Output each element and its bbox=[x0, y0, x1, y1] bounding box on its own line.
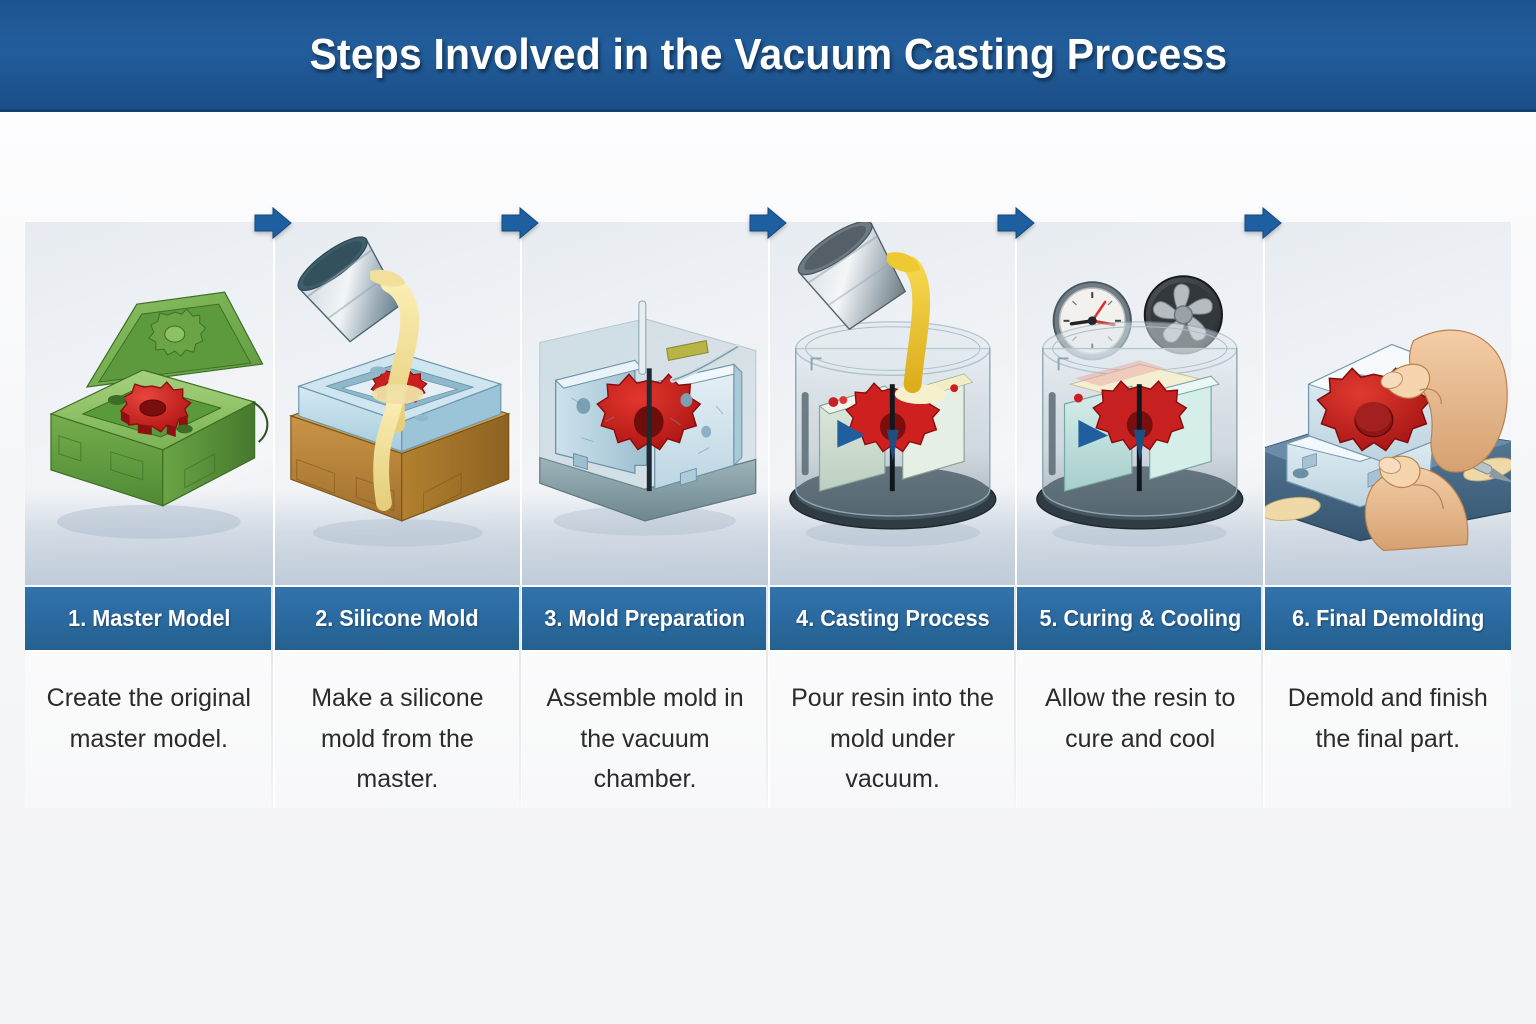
hands-demolding-red-gear-from-mold-art bbox=[1264, 222, 1511, 585]
vacuum-chamber-with-timer-and-fan-art bbox=[1017, 222, 1263, 585]
step-illustration-2 bbox=[274, 222, 521, 585]
step-label-3: 3. Mold Preparation bbox=[522, 585, 768, 652]
step-description-1: Create the original master model. bbox=[25, 652, 273, 808]
green-open-mold-box-with-red-gear-art bbox=[25, 222, 273, 585]
step-card-4[interactable]: 4. Casting Process Pour resin into the m… bbox=[767, 222, 1016, 808]
step-label-1: 1. Master Model bbox=[25, 585, 273, 652]
process-steps-strip: 1. Master Model Create the original mast… bbox=[25, 222, 1511, 808]
description-divider-1 bbox=[271, 585, 273, 808]
step-card-3[interactable]: 3. Mold Preparation Assemble mold in the… bbox=[520, 222, 768, 808]
step-label-text-6: 6. Final Demolding bbox=[1291, 605, 1484, 631]
description-divider-3 bbox=[766, 585, 768, 808]
description-divider-2 bbox=[519, 585, 521, 808]
step-label-text-1: 1. Master Model bbox=[67, 605, 230, 631]
step-label-2: 2. Silicone Mold bbox=[274, 585, 521, 652]
step-card-6[interactable]: 6. Final Demolding Demold and finish the… bbox=[1262, 222, 1511, 808]
step-description-3: Assemble mold in the vacuum chamber. bbox=[522, 652, 768, 808]
split-silicone-mold-halves-with-gear-cavity-art bbox=[522, 222, 768, 585]
step-label-text-3: 3. Mold Preparation bbox=[544, 605, 746, 631]
step-illustration-3 bbox=[522, 222, 768, 585]
step-label-5: 5. Curing & Cooling bbox=[1017, 585, 1263, 652]
step-card-1[interactable]: 1. Master Model Create the original mast… bbox=[25, 222, 273, 808]
step-description-2: Make a silicone mold from the master. bbox=[274, 652, 521, 808]
bucket-pouring-resin-into-vacuum-chamber-art bbox=[770, 222, 1016, 585]
step-label-6: 6. Final Demolding bbox=[1264, 585, 1511, 652]
description-divider-5 bbox=[1261, 585, 1263, 808]
step-label-text-2: 2. Silicone Mold bbox=[315, 605, 480, 631]
step-card-2[interactable]: 2. Silicone Mold Make a silicone mold fr… bbox=[272, 222, 521, 808]
step-illustration-5 bbox=[1017, 222, 1263, 585]
step-description-5: Allow the resin to cure and cool bbox=[1017, 652, 1263, 808]
step-description-6: Demold and finish the final part. bbox=[1264, 652, 1511, 808]
step-label-4: 4. Casting Process bbox=[769, 585, 1016, 652]
step-label-text-5: 5. Curing & Cooling bbox=[1039, 605, 1242, 631]
illustration-floor-1 bbox=[25, 489, 273, 585]
step-card-5[interactable]: 5. Curing & Cooling Allow the resin to c… bbox=[1015, 222, 1263, 808]
page-title: Steps Involved in the Vacuum Casting Pro… bbox=[309, 29, 1227, 79]
step-illustration-4 bbox=[769, 222, 1016, 585]
step-illustration-6 bbox=[1264, 222, 1511, 585]
step-description-4: Pour resin into the mold under vacuum. bbox=[769, 652, 1016, 808]
page-header-banner: Steps Involved in the Vacuum Casting Pro… bbox=[0, 0, 1536, 112]
description-divider-4 bbox=[1014, 585, 1016, 808]
step-illustration-1 bbox=[25, 222, 273, 585]
step-label-text-4: 4. Casting Process bbox=[795, 605, 990, 631]
bucket-pouring-silicone-into-wooden-frame-art bbox=[275, 222, 521, 585]
